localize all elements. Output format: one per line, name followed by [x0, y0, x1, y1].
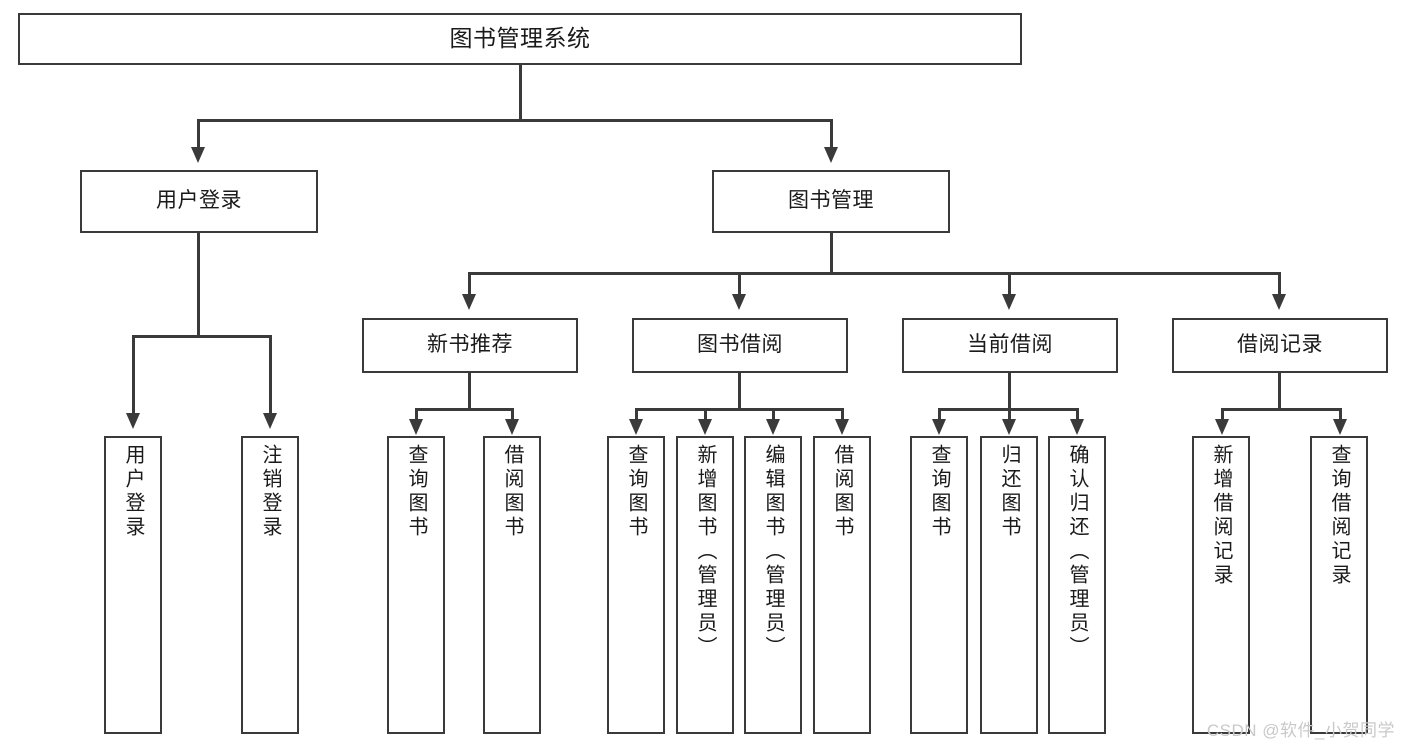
connector-current-borrow-stem [1008, 373, 1011, 410]
node-label: 借阅图书 [831, 444, 853, 540]
leaf-edit-book-admin[interactable]: 编辑图书（管理员） [744, 436, 802, 734]
connector-new-book-to-leaf-2 [511, 408, 514, 421]
node-label: 确认归还（管理员） [1066, 444, 1088, 660]
node-book-management[interactable]: 图书管理 [712, 170, 950, 233]
connector-bb-to-leaf-3 [772, 408, 775, 421]
arrowhead-leaf-query-book-cb [932, 419, 946, 435]
connector-root-to-user-login [197, 119, 200, 149]
connector-cb-to-leaf-3 [1076, 408, 1079, 421]
node-label: 编辑图书（管理员） [762, 444, 784, 660]
arrowhead-leaf-confirm-return [1070, 419, 1084, 435]
connector-new-book-to-leaf-1 [415, 408, 418, 421]
node-label: 图书管理系统 [449, 25, 591, 52]
node-label: 借阅记录 [1237, 333, 1323, 357]
connector-root-stem [519, 65, 522, 120]
leaf-confirm-return-admin[interactable]: 确认归还（管理员） [1048, 436, 1106, 734]
connector-br-to-leaf-2 [1339, 408, 1342, 421]
connector-new-book-stem [468, 373, 471, 410]
arrowhead-leaf-logout [263, 413, 277, 429]
arrowhead-current-borrow [1002, 294, 1016, 310]
leaf-logout[interactable]: 注销登录 [241, 436, 299, 734]
node-label: 当前借阅 [967, 333, 1053, 357]
connector-cb-to-leaf-1 [938, 408, 941, 421]
arrowhead-leaf-edit-book [766, 419, 780, 435]
node-label: 用户登录 [122, 444, 144, 540]
node-label: 图书管理 [788, 189, 874, 213]
node-label: 新书推荐 [427, 333, 513, 357]
connector-borrow-record-stem [1278, 373, 1281, 410]
arrowhead-leaf-query-book-bb [629, 419, 643, 435]
arrowhead-user-login [191, 147, 205, 163]
leaf-borrow-book[interactable]: 借阅图书 [813, 436, 871, 734]
leaf-query-book-current[interactable]: 查询图书 [910, 436, 968, 734]
connector-bb-to-leaf-4 [841, 408, 844, 421]
connector-root-bus [197, 119, 833, 122]
connector-user-login-to-leaf-2 [269, 335, 272, 415]
connector-new-book-bus [415, 408, 513, 411]
connector-user-login-stem [197, 233, 200, 337]
node-label: 查询图书 [405, 444, 427, 540]
connector-bm-to-current-borrow [1008, 272, 1011, 296]
node-new-book-recommend[interactable]: 新书推荐 [362, 318, 578, 373]
arrowhead-leaf-query-book-nb [409, 419, 423, 435]
leaf-return-book[interactable]: 归还图书 [980, 436, 1038, 734]
node-current-borrow[interactable]: 当前借阅 [902, 318, 1118, 373]
leaf-query-book-borrow[interactable]: 查询图书 [607, 436, 665, 734]
node-label: 借阅图书 [501, 444, 523, 540]
connector-book-borrow-stem [738, 373, 741, 410]
connector-cb-to-leaf-2 [1008, 408, 1011, 421]
node-user-login[interactable]: 用户登录 [80, 170, 318, 233]
arrowhead-book-borrow [732, 294, 746, 310]
connector-book-management-stem [830, 233, 833, 274]
arrowhead-new-book-recommend [462, 294, 476, 310]
node-label: 新增图书（管理员） [694, 444, 716, 660]
node-label: 查询图书 [928, 444, 950, 540]
leaf-add-book-admin[interactable]: 新增图书（管理员） [676, 436, 734, 734]
leaf-query-borrow-record[interactable]: 查询借阅记录 [1310, 436, 1368, 734]
node-label: 查询借阅记录 [1328, 444, 1350, 588]
connector-bb-to-leaf-2 [704, 408, 707, 421]
leaf-borrow-book-new-recommend[interactable]: 借阅图书 [483, 436, 541, 734]
connector-book-borrow-bus [635, 408, 843, 411]
connector-borrow-record-bus [1221, 408, 1339, 411]
node-root-book-management-system[interactable]: 图书管理系统 [18, 13, 1022, 65]
node-label: 用户登录 [156, 189, 242, 213]
arrowhead-leaf-add-book [698, 419, 712, 435]
arrowhead-leaf-borrow-book-bb [835, 419, 849, 435]
node-book-borrow[interactable]: 图书借阅 [632, 318, 848, 373]
node-borrow-record[interactable]: 借阅记录 [1172, 318, 1388, 373]
node-label: 查询图书 [625, 444, 647, 540]
connector-root-to-book-management [830, 119, 833, 149]
arrowhead-borrow-record [1272, 294, 1286, 310]
arrowhead-leaf-user-login [126, 413, 140, 429]
leaf-add-borrow-record[interactable]: 新增借阅记录 [1192, 436, 1250, 734]
connector-user-login-to-leaf-1 [132, 335, 135, 415]
leaf-query-book-new-recommend[interactable]: 查询图书 [387, 436, 445, 734]
connector-bm-to-book-borrow [738, 272, 741, 296]
node-label: 注销登录 [259, 444, 281, 540]
connector-bm-to-new-book [468, 272, 471, 296]
arrowhead-leaf-add-record [1215, 419, 1229, 435]
node-label: 图书借阅 [697, 333, 783, 357]
arrowhead-leaf-return-book [1002, 419, 1016, 435]
node-label: 归还图书 [998, 444, 1020, 540]
node-label: 新增借阅记录 [1210, 444, 1232, 588]
arrowhead-leaf-borrow-book-nb [505, 419, 519, 435]
leaf-user-login[interactable]: 用户登录 [104, 436, 162, 734]
arrowhead-leaf-query-record [1333, 419, 1347, 435]
connector-br-to-leaf-1 [1221, 408, 1224, 421]
arrowhead-book-management [824, 147, 838, 163]
connector-bm-to-borrow-record [1278, 272, 1281, 296]
connector-user-login-bus [132, 335, 270, 338]
connector-book-management-bus [468, 272, 1280, 275]
connector-bb-to-leaf-1 [635, 408, 638, 421]
